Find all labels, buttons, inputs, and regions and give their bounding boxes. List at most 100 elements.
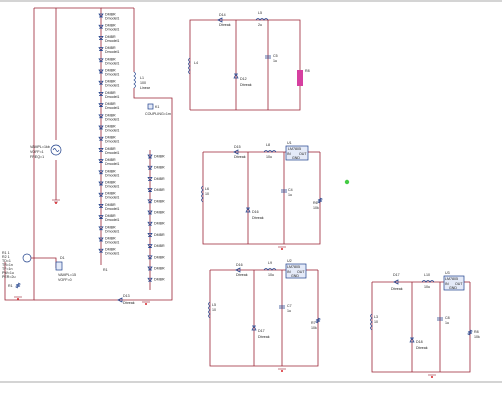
chain-diode-label: DMBR <box>105 203 116 207</box>
block4-cap-label: C8 <box>445 316 450 320</box>
probe-marker <box>297 70 303 86</box>
chain-diode-model: Dmodel1 <box>105 196 119 200</box>
top-rail-wire <box>34 7 102 13</box>
block2-diode-model: Dbreak <box>234 155 246 159</box>
chain-diode <box>98 159 104 164</box>
block4-mid-diode <box>409 337 415 343</box>
diode-d13 <box>117 297 123 303</box>
chain-diode-label: DMBR <box>105 102 116 106</box>
ground-block4 <box>428 374 436 378</box>
chain2-diode-label: DMBR <box>154 244 165 248</box>
block4-inductor-value: 10u <box>424 285 430 289</box>
block3-inductor-label: L9 <box>268 261 272 265</box>
block4-mid-diode-model: Dbreak <box>416 346 428 350</box>
block1-left-inductor <box>188 57 191 75</box>
chain-diode <box>98 237 104 242</box>
block4-resistor-value: 10k <box>474 335 480 339</box>
block3-inductor-value: 10u <box>268 273 274 277</box>
block4-left-ind-label: L3 <box>374 315 378 319</box>
block3-resistor-label: R7 <box>311 321 316 325</box>
chain-diode <box>98 226 104 231</box>
chain-diode-model: Dmodel1 <box>105 28 119 32</box>
left-param-2: R2 1 <box>2 255 10 259</box>
block2-cap <box>281 189 287 193</box>
chain2-diode-label: DMBR <box>154 177 165 181</box>
chain-diode-label: DMBR <box>105 169 116 173</box>
chain2-diode <box>147 244 153 249</box>
chain-diode-model: Dmodel1 <box>105 39 119 43</box>
chain-diode-model: Dmodel1 <box>105 106 119 110</box>
block1-diode <box>217 17 223 23</box>
block3-reg-in: IN <box>287 270 291 274</box>
block2-left-inductor <box>201 185 204 203</box>
chain-diode-model: Dmodel1 <box>105 95 119 99</box>
block1-mid-diode <box>233 73 239 79</box>
resistor-left <box>14 282 22 289</box>
chain-diode-label: DMBR <box>105 192 116 196</box>
chain-diode-label: DMBR <box>105 125 116 129</box>
chain-diode <box>98 181 104 186</box>
cursor-marker <box>344 179 350 185</box>
ac-vampl: VAMPL=1kb <box>30 145 50 149</box>
chain2-diode <box>147 277 153 282</box>
chain2-diode-label: DMBR <box>154 233 165 237</box>
chain2-diode-label: DMBR <box>154 166 165 170</box>
driver-switch <box>55 261 63 271</box>
chain-diode-label: DMBR <box>105 80 116 84</box>
block1-mid-diode-label: D12 <box>240 77 247 81</box>
driver-vampl: VAMPL=15 <box>58 273 76 277</box>
block2-reg-part: LM7805 <box>288 147 301 151</box>
block2-mid-diode-label: D16 <box>252 210 259 214</box>
left-param-7: PER=2u <box>2 275 16 279</box>
block3-cap-value: 1u <box>287 309 291 313</box>
chain-diode-model: Dmodel1 <box>105 84 119 88</box>
block2-reg-gnd: GND <box>292 156 300 160</box>
left-param-6: PW=1u <box>2 271 14 275</box>
block2-resistor-label: R6 <box>313 201 318 205</box>
chain-diode-model: Dmodel1 <box>105 252 119 256</box>
block4-regulator <box>443 275 465 291</box>
rectifier-block-1: D14 Dbreak L5 2u L4 D12 Dbreak C5 1u R8 <box>188 11 310 111</box>
l1-wire-bottom <box>34 88 173 301</box>
chain2-diode <box>147 233 153 238</box>
block4-reg-out-label: OUT <box>455 282 463 286</box>
ground-block3 <box>278 368 286 372</box>
chain-diode-model: Dmodel1 <box>105 151 119 155</box>
chain-diode-model: Dmodel1 <box>105 207 119 211</box>
block3-diode <box>235 267 241 273</box>
chain-diode <box>98 136 104 141</box>
block2-resistor <box>316 197 324 204</box>
block2-left-ind-value: 10 <box>205 192 209 196</box>
driver-network: D1 VAMPL=15 VOFF=0 R1 1 R2 1 TD=1 TR=1n … <box>2 251 76 301</box>
inductor-l1 <box>133 71 136 89</box>
ground-chain <box>142 301 150 305</box>
block3-reg-gnd: GND <box>291 274 299 278</box>
chain2-diode-label: DMBR <box>154 199 165 203</box>
block3-cap <box>279 305 285 309</box>
chain-diode <box>98 103 104 108</box>
regulator-block-4: D17 Dbreak L10 10u U3 LM7805 IN OUT GND … <box>370 271 480 378</box>
block2-inductor-label: L8 <box>266 143 270 147</box>
chain-diode <box>98 92 104 97</box>
chain-diode-model: Dmodel1 <box>105 229 119 233</box>
left-param-5: TF=1n <box>2 267 13 271</box>
block3-mid-diode-model: Dbreak <box>258 335 270 339</box>
chain-diode <box>98 80 104 85</box>
chain2-diode-label: DMBR <box>154 255 165 259</box>
ac-freq: FREQ=1 <box>30 155 44 159</box>
chain-diode-model: Dmodel1 <box>105 17 119 21</box>
block4-inductor <box>421 280 435 283</box>
block4-resistor-label: R8 <box>474 330 479 334</box>
chain2-diode <box>147 221 153 226</box>
ac-source <box>50 144 62 156</box>
chain-diode <box>98 47 104 52</box>
block1-diode-label: D14 <box>219 13 226 17</box>
driver-voff: VOFF=0 <box>58 278 72 282</box>
chain2-diode <box>147 165 153 170</box>
block4-reg-name: U3 <box>445 271 450 275</box>
diode-chain-secondary: DMBRDMBRDMBRDMBRDMBRDMBRDMBRDMBRDMBRDMBR… <box>147 155 165 282</box>
block4-mid-diode-label: D18 <box>416 340 423 344</box>
chain-diode-model: Dmodel1 <box>105 218 119 222</box>
block1-inductor-value: 2u <box>258 23 262 27</box>
